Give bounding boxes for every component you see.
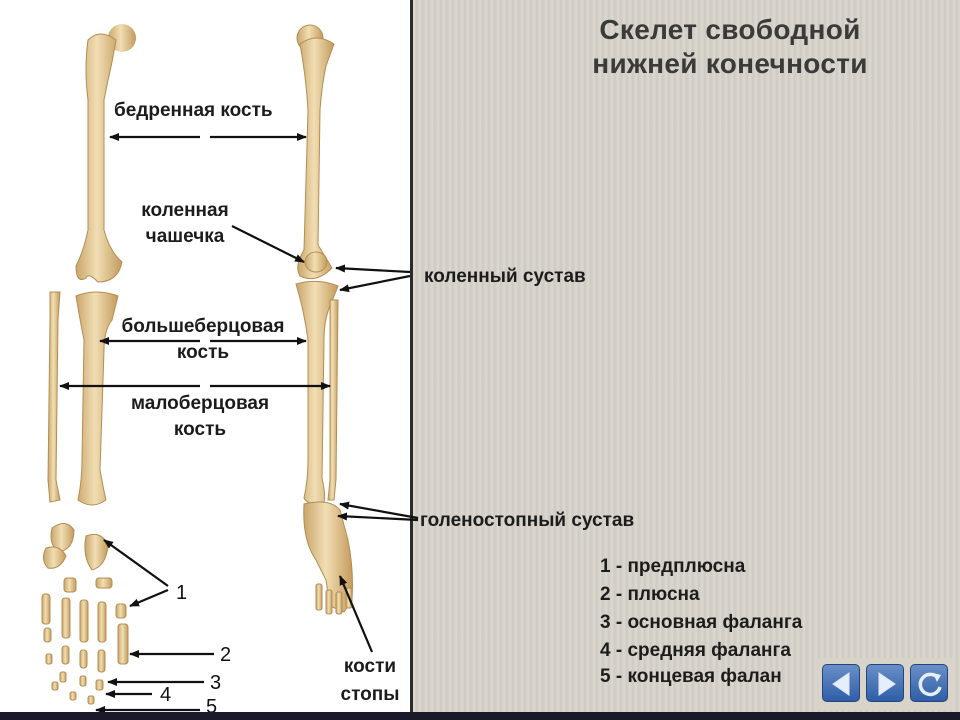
arrow-right-icon	[878, 672, 896, 696]
femur-left	[75, 24, 136, 283]
label-fibula-line-2: кость	[173, 419, 227, 440]
label-knee-joint: коленный сустав	[424, 266, 586, 287]
label-femur: бедренная кость	[114, 100, 273, 121]
legend-item-5: 5 - концевая фалан	[600, 666, 782, 687]
replay-button[interactable]	[910, 664, 948, 702]
label-ankle-joint: голеностопный сустав	[420, 510, 635, 531]
legend-item-3: 3 - основная фаланга	[600, 612, 803, 633]
label-fibula-line-1: малоберцовая	[130, 393, 270, 414]
label-patella-line-2: чашечка	[145, 226, 225, 247]
label-tibia-line-2: кость	[176, 342, 230, 363]
label-foot-bones-line-2: стопы	[340, 684, 400, 705]
forward-button[interactable]	[866, 664, 904, 702]
legend-item-2: 2 - плюсна	[600, 584, 700, 605]
foot-number-5: 5	[206, 696, 218, 718]
tibia-left	[75, 291, 119, 506]
slide-navigation	[818, 658, 955, 710]
fibula-left	[47, 291, 61, 503]
back-button[interactable]	[822, 664, 860, 702]
replay-icon	[918, 672, 942, 697]
panel-divider	[410, 0, 413, 720]
label-patella-line-1: коленная	[141, 200, 229, 221]
arrows	[59, 133, 419, 714]
legend-item-4: 4 - средняя фаланга	[600, 640, 791, 661]
title-line-1: Скелет свободной	[599, 14, 861, 45]
arrow-left-icon	[832, 672, 850, 696]
legend-item-1: 1 - предплюсна	[600, 556, 746, 577]
foot-number-3: 3	[210, 672, 222, 694]
label-tibia-line-1: большеберцовая	[121, 316, 285, 337]
foot-number-4: 4	[160, 684, 172, 706]
foot-bones-left	[41, 523, 129, 705]
title-line-2: нижней конечности	[592, 48, 868, 79]
textured-background	[413, 0, 960, 720]
bottom-bar	[0, 712, 960, 720]
foot-number-1: 1	[176, 582, 188, 604]
label-foot-bones-line-1: кости	[343, 656, 397, 677]
foot-number-2: 2	[220, 644, 232, 666]
